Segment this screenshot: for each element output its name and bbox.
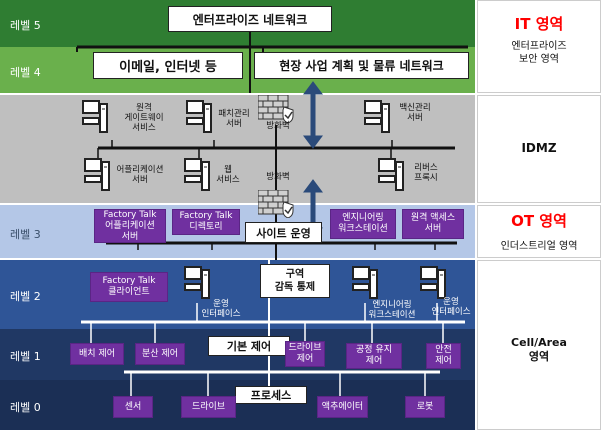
ops-interface-left-icon [184, 266, 210, 299]
firewall-top-label: 방화벽 [266, 121, 290, 131]
level-3-label: 레벨 3 [10, 228, 41, 241]
ot-zone-subtitle: 인더스트리얼 영역 [500, 241, 578, 252]
remote-access-server-box: 원격 액세스 서버 [402, 209, 464, 239]
level-1-label: 레벨 1 [10, 350, 41, 363]
level-2-label: 레벨 2 [10, 290, 41, 303]
discrete-control-box: 분산 제어 [135, 343, 185, 365]
ops-interface-right-icon [420, 266, 446, 299]
web-service-icon [184, 158, 210, 191]
sensor-box: 센서 [113, 396, 153, 418]
batch-control-box: 배치 제어 [70, 343, 124, 365]
drive-control-box: 드라이브 제어 [285, 341, 325, 367]
backup-server-icon [364, 100, 390, 133]
process-hold-box: 공정 유지 제어 [346, 343, 402, 369]
patch-server-icon [186, 100, 212, 133]
process-box: 프로세스 [235, 386, 307, 404]
basic-control-box: 기본 제어 [208, 336, 290, 356]
level-5-label: 레벨 5 [10, 19, 41, 32]
reverse-proxy-icon [378, 158, 404, 191]
ops-interface-left-label: 운영 인터페이스 [201, 299, 241, 319]
web-service-label: 웹 서비스 [216, 165, 240, 185]
it-zone-subtitle: 엔터프라이즈 보안 영역 [511, 41, 567, 65]
firewall-bottom-icon [258, 190, 294, 218]
level-0-label: 레벨 0 [10, 401, 41, 414]
patch-server-label: 패치관리 서버 [218, 109, 250, 129]
ot-zone-panel [477, 205, 601, 258]
reverse-proxy-label: 리버스 프록시 [414, 163, 438, 183]
actuator-box: 액추에이터 [317, 396, 368, 418]
eng-workstation-l2-label: 엔지니어링 워크스테이션 [368, 300, 416, 320]
firewall-top-icon [258, 95, 294, 123]
cell-area-title: Cell/Area 영역 [511, 336, 567, 363]
it-zone-title: IT 영역 [514, 15, 564, 33]
level-4-label: 레벨 4 [10, 66, 41, 79]
drive-box: 드라이브 [181, 396, 236, 418]
eng-workstation-l3-box: 엔지니어링 워크스테이션 [330, 209, 396, 239]
area-control-box: 구역 감독 통제 [260, 264, 330, 298]
ft-directory-box: Factory Talk 디렉토리 [172, 209, 240, 235]
safety-control-box: 안전 제어 [426, 343, 461, 369]
firewall-bottom-label: 방화벽 [266, 172, 290, 182]
ft-app-server-box: Factory Talk 어플리케이션 서버 [94, 209, 166, 243]
ops-interface-right-label: 운영 인터페이스 [431, 297, 471, 317]
email-internet-box: 이메일, 인터넷 등 [93, 52, 243, 79]
ot-zone-title: OT 영역 [511, 212, 567, 230]
remote-gateway-label: 원격 게이트웨이 서비스 [124, 103, 164, 133]
level2-band [0, 260, 475, 329]
site-logistics-box: 현장 사업 계획 및 물류 네트워크 [254, 52, 469, 79]
robot-box: 로봇 [405, 396, 445, 418]
idmz-title: IDMZ [521, 141, 557, 155]
backup-server-label: 백신관리 서버 [399, 103, 431, 123]
eng-workstation-l2-icon [352, 266, 378, 299]
enterprise-network-title: 엔터프라이즈 네트워크 [168, 6, 332, 32]
ft-client-box: Factory Talk 클라이언트 [90, 272, 168, 302]
cell-area-panel [477, 260, 601, 430]
app-server-icon [84, 158, 110, 191]
app-server-label: 어플리케이션 서버 [116, 165, 164, 185]
site-ops-box: 사이트 운영 [245, 222, 322, 243]
remote-gateway-server-icon [82, 100, 108, 133]
